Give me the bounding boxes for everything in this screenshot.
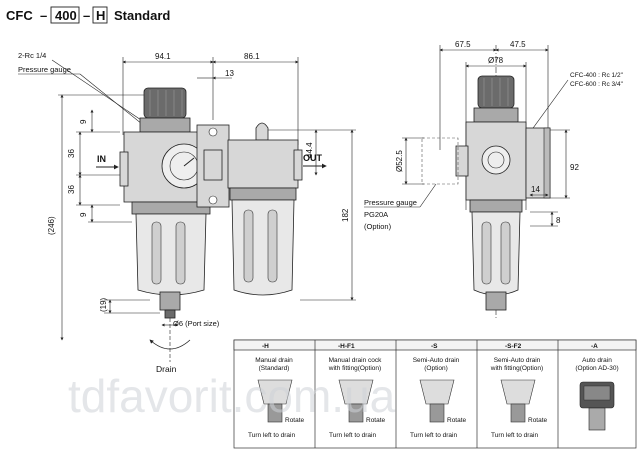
drain-desc-2: with fitting(Option) [328,365,381,372]
drain-desc-1: Manual drain [255,357,293,364]
drain-option-h-f1: -H-F1 Manual drain cock with fitting(Opt… [328,343,386,439]
lubricator-bowl [231,199,295,296]
filter-regulator-unit [119,87,215,319]
drain-desc-2: (Option) [424,365,447,372]
dim-14: 14 [531,185,540,194]
model-prefix: CFC [6,8,33,23]
size-code-box [50,6,80,24]
turn-left-label: Turn left to drain [491,432,538,439]
model-dash-2: – [83,8,90,23]
port-label: 2-Rc 1/4 [18,51,46,60]
drain-code: -H-F1 [338,343,355,350]
gauge-label: Pressure gauge [18,65,71,74]
rotate-label: Rotate [285,417,305,424]
drain-option-s-f2: -S-F2 Semi-Auto drain with fitting(Optio… [490,343,548,439]
drain-option-h: -H Manual drain (Standard) Rotate Turn l… [248,343,305,439]
drain-options-table: -H Manual drain (Standard) Rotate Turn l… [233,339,637,449]
drain-code: -S-F2 [505,343,522,350]
side-gauge-option: (Option) [364,222,392,231]
side-port [481,145,511,175]
filter-bowl [135,213,207,296]
port-note-cfc400: CFC-400 : Rc 1/2" [570,72,624,79]
model-variant: Standard [114,8,170,23]
drain-label: Drain [156,364,177,374]
dim-19: (19) [99,297,108,312]
dim-94-1: 94.1 [155,52,171,61]
side-regulator-knob [477,75,515,109]
turn-left-label: Turn left to drain [410,432,457,439]
port-size-label: Ø6 (Port size) [173,319,220,328]
drain-desc-1: Manual drain cock [329,357,382,364]
drain-illustration [419,379,455,405]
drain-option-s: -S Semi-Auto drain (Option) Rotate Turn … [410,343,467,439]
side-bowl [471,211,521,296]
dim-13: 13 [225,69,234,78]
rotate-label: Rotate [447,417,467,424]
watermark: tdfavorit.com.ua [68,370,396,422]
connecting-block [196,124,230,208]
drain-code: -A [591,343,598,350]
drain-code: -S [431,343,438,350]
dim-67-5: 67.5 [455,40,471,49]
rotate-label: Rotate [366,417,386,424]
drain-desc-1: Semi-Auto drain [413,357,460,364]
drain-desc-1: Semi-Auto drain [494,357,541,364]
dim-246: (246) [47,216,56,235]
model-option-code: H [96,8,105,23]
drain-desc-1: Auto drain [582,357,612,364]
drain-illustration [257,379,293,405]
dim-92: 92 [570,163,579,172]
turn-left-label: Turn left to drain [248,432,295,439]
drain-desc-2: (Standard) [259,365,290,372]
drain-illustration [500,379,536,405]
oil-feed-plug [255,122,269,141]
front-view: 94.1 86.1 13 2-Rc 1/4 Pressure gauge (24… [18,51,356,374]
dim-9-top: 9 [79,119,88,124]
dim-36-lower: 36 [67,185,76,194]
dim-44-4: 44.4 [305,142,314,158]
side-view: 67.5 47.5 Ø78 CFC-400 : Rc 1/2" CFC-600 … [364,40,624,320]
dim-9-bottom: 9 [79,212,88,217]
model-dash-1: – [40,8,47,23]
turn-left-label: Turn left to drain [329,432,376,439]
option-code-box [92,6,108,24]
in-label: IN [97,154,106,164]
knob-collar [139,117,191,133]
side-gauge-model: PG20A [364,210,388,219]
drain-desc-2: with fitting(Option) [490,365,543,372]
drain-valve [159,291,181,311]
optional-gauge-outline [421,137,459,185]
drain-illustration [338,379,374,405]
lubricator-unit [227,122,303,296]
port-note-cfc600: CFC-600 : Rc 3/4" [570,81,624,88]
out-label: OUT [303,153,323,163]
rotate-label: Rotate [528,417,548,424]
lubricator-body [227,139,299,189]
model-header: CFC – 400 – H Standard [6,6,170,24]
dim-8: 8 [556,216,561,225]
side-unit-body [421,75,551,311]
dim-47-5: 47.5 [510,40,526,49]
drain-code: -H [262,343,269,350]
drain-desc-2: (Option AD-30) [575,365,618,372]
dim-182: 182 [341,208,350,222]
dim-36-upper: 36 [67,149,76,158]
drain-option-a: -A Auto drain (Option AD-30) [575,343,619,431]
side-gauge-label: Pressure gauge [364,198,417,207]
dim-52-5: Ø52.5 [395,150,404,172]
dim-86-1: 86.1 [244,52,260,61]
model-size-code: 400 [55,8,77,23]
